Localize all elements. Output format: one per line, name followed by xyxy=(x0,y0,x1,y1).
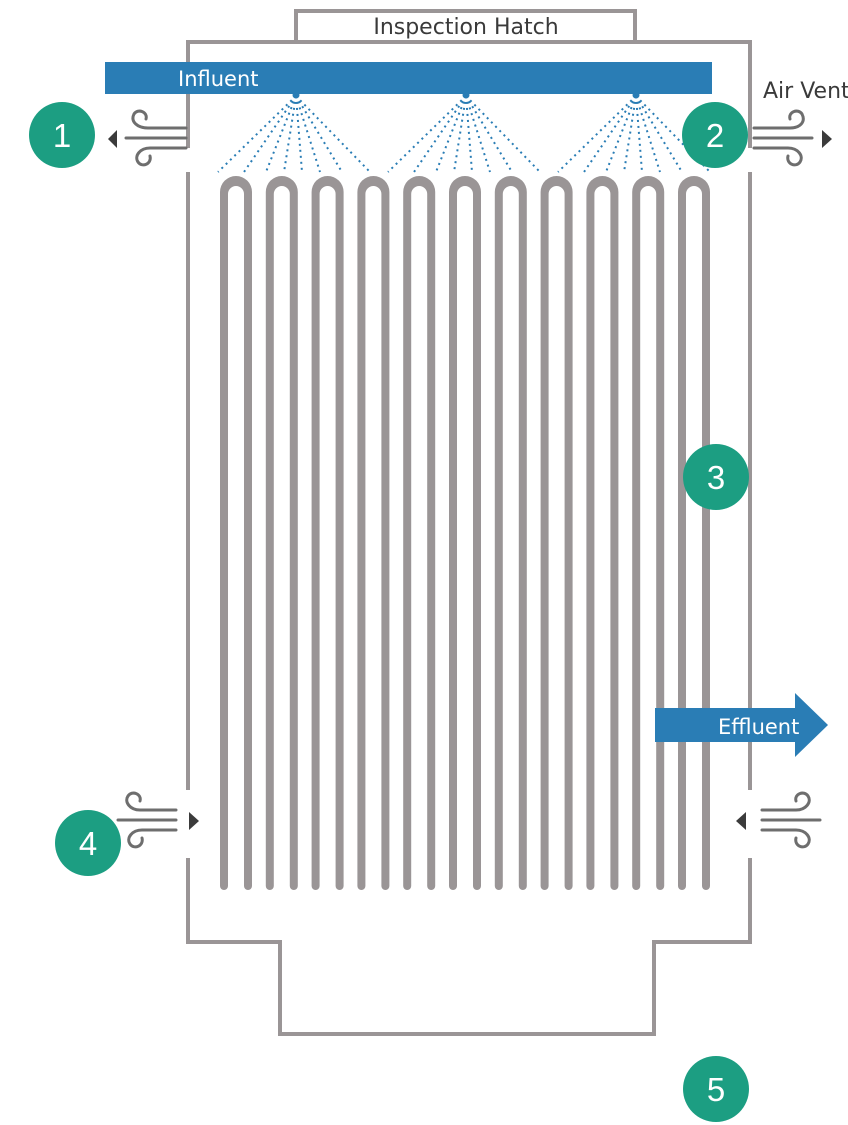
filter-media xyxy=(220,176,710,890)
effluent-arrow xyxy=(655,693,828,757)
media-tube xyxy=(311,176,344,890)
spray-line xyxy=(635,95,661,173)
wind-icon-bottom-left xyxy=(116,791,178,849)
media-tube xyxy=(265,176,298,890)
inspection-hatch-label: Inspection Hatch xyxy=(373,15,558,40)
effluent-label: Effluent xyxy=(718,715,799,739)
spray-line xyxy=(295,95,371,173)
air-vent-label: Air Vent xyxy=(763,79,848,104)
media-tube xyxy=(632,176,665,890)
spray-line xyxy=(635,95,683,173)
spray-line xyxy=(465,95,541,173)
spray-line xyxy=(243,95,297,173)
media-tube xyxy=(403,176,436,890)
badge-1: 1 xyxy=(29,102,95,168)
triangle-arrow-icon-left-out xyxy=(108,130,117,148)
badge-5: 5 xyxy=(683,1056,749,1122)
spray-line xyxy=(295,95,343,173)
spray-line xyxy=(295,95,321,173)
triangle-arrow-icon-left-in xyxy=(189,812,199,830)
spray-patterns xyxy=(217,91,711,173)
media-tube xyxy=(220,176,252,890)
spray-line xyxy=(413,95,467,173)
triangle-arrow-icon-right-in xyxy=(736,812,746,830)
spray-line xyxy=(465,95,491,173)
badge-4: 4 xyxy=(55,810,121,876)
badge-2: 2 xyxy=(682,102,748,168)
spray-line xyxy=(583,95,637,173)
svg-text:4: 4 xyxy=(79,825,97,862)
svg-text:3: 3 xyxy=(707,459,725,496)
wind-icon-bottom-right xyxy=(760,791,822,849)
influent-pipe xyxy=(105,62,712,94)
spray-line xyxy=(635,95,643,173)
spray-line xyxy=(435,95,467,173)
spray-line xyxy=(453,95,467,173)
svg-text:2: 2 xyxy=(706,117,724,154)
media-tube xyxy=(540,176,573,890)
influent-label: Influent xyxy=(178,67,259,91)
spray-line xyxy=(465,95,473,173)
media-tube xyxy=(586,176,619,890)
spray-line xyxy=(557,95,637,173)
media-tube xyxy=(357,176,390,890)
spray-line xyxy=(623,95,637,173)
spray-line xyxy=(217,95,297,173)
badge-3: 3 xyxy=(683,444,749,510)
triangle-arrow-icon-right-out xyxy=(822,130,832,148)
media-tube xyxy=(449,176,481,890)
media-tube xyxy=(678,176,710,890)
spray-line xyxy=(265,95,297,173)
svg-text:5: 5 xyxy=(707,1071,725,1108)
media-tube xyxy=(494,176,527,890)
svg-text:1: 1 xyxy=(53,117,71,154)
wind-icon-top-left xyxy=(124,109,188,167)
spray-line xyxy=(283,95,297,173)
spray-line xyxy=(387,95,467,173)
spray-line xyxy=(465,95,513,173)
vessel-outline xyxy=(186,9,752,1036)
spray-line xyxy=(295,95,303,173)
spray-line xyxy=(605,95,637,173)
wind-icon-top-right xyxy=(752,109,814,167)
